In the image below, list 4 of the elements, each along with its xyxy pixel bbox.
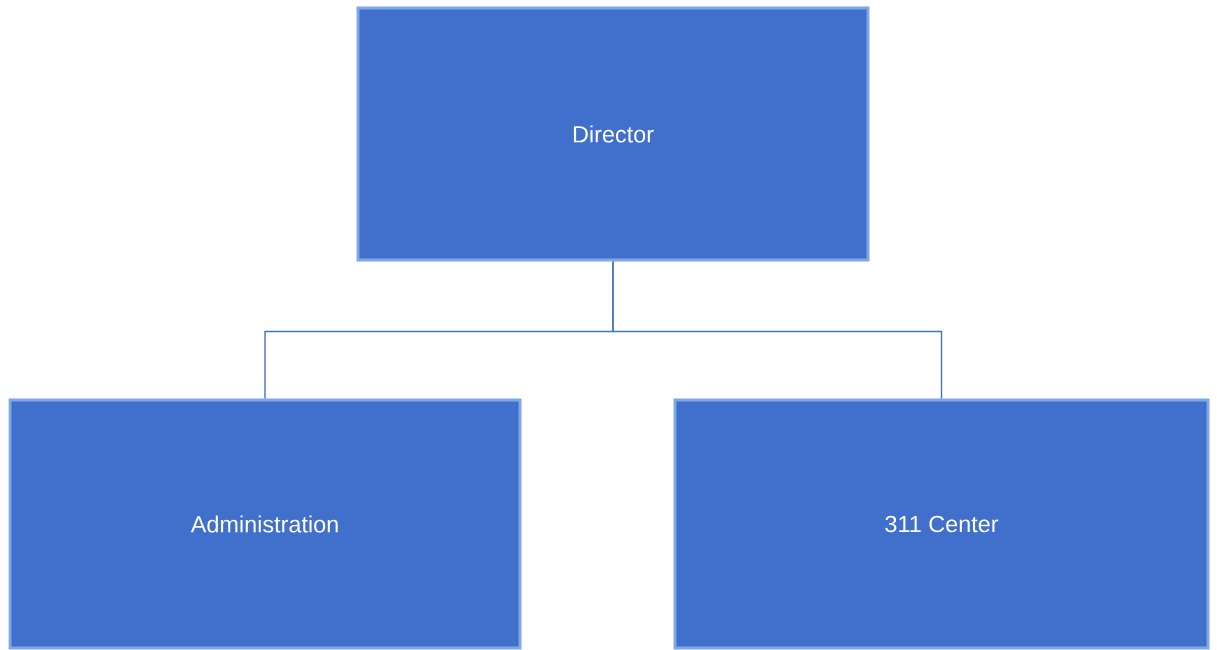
connector-line [612,260,943,400]
org-box: 311 Center [673,398,1210,650]
org-box: Director [356,6,870,262]
org-box: Administration [8,398,522,650]
